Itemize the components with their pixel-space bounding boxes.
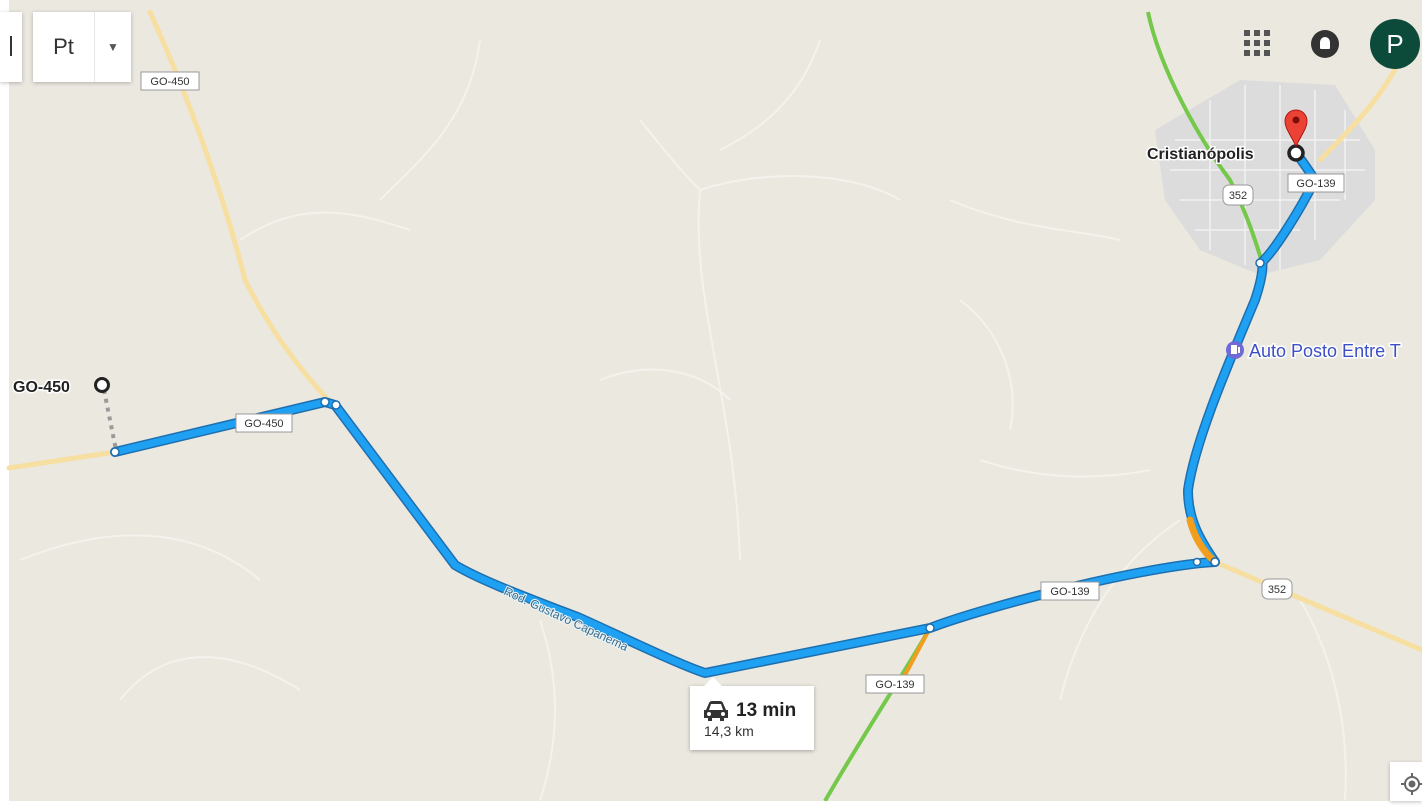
apps-grid-icon[interactable] (1244, 30, 1270, 56)
language-label[interactable]: Pt (33, 12, 95, 82)
svg-text:GO-450: GO-450 (150, 76, 189, 88)
road-shield-352-a: 352 (1222, 184, 1254, 206)
road-shield-go139-low: GO-139 (865, 674, 925, 694)
destination-marker-icon[interactable] (1287, 144, 1305, 162)
origin-marker-icon[interactable] (94, 377, 110, 393)
avatar-initial: P (1386, 28, 1404, 59)
route-info-card[interactable]: 13 min 14,3 km (690, 677, 814, 750)
origin-label[interactable]: GO-450 (12, 378, 72, 398)
svg-text:GO-139: GO-139 (1296, 178, 1335, 190)
minor-tracks (19, 39, 1347, 801)
route-time: 13 min (736, 700, 797, 721)
traffic-green-north (1146, 11, 1264, 263)
road-shield-go139-top: GO-139 (1287, 173, 1345, 193)
car-icon (704, 701, 728, 721)
route-distance: 14,3 km (704, 723, 754, 739)
traffic-slow-road (903, 627, 932, 676)
bell-icon[interactable] (1311, 30, 1339, 58)
destination-label[interactable]: Cristianópolis (1146, 145, 1256, 165)
svg-text:GO-139: GO-139 (875, 679, 914, 691)
gas-station-icon[interactable] (1226, 341, 1244, 359)
language-selector[interactable]: Pt ▼ (33, 12, 131, 82)
avatar[interactable]: P (1370, 19, 1420, 69)
my-location-button[interactable] (1390, 762, 1422, 801)
poi-label[interactable]: Auto Posto Entre T (1248, 340, 1403, 363)
road-shield-go139-mid: GO-139 (1040, 581, 1100, 601)
svg-text:GO-450: GO-450 (244, 418, 283, 430)
walking-connector (102, 389, 118, 451)
map-left-border (0, 0, 9, 801)
svg-text:352: 352 (1268, 584, 1286, 596)
road-shield-go450-mid: GO-450 (235, 413, 293, 433)
svg-text:352: 352 (1229, 190, 1247, 202)
road-shield-352-b: 352 (1261, 578, 1293, 600)
side-panel-toggle[interactable] (0, 12, 22, 82)
svg-text:GO-139: GO-139 (1050, 586, 1089, 598)
route-waypoints (110, 258, 1265, 633)
destination-pin-icon[interactable] (1284, 109, 1308, 148)
road-shield-go450-top: GO-450 (140, 71, 200, 91)
caret-down-icon[interactable]: ▼ (107, 40, 119, 54)
my-location-icon (1401, 773, 1422, 795)
